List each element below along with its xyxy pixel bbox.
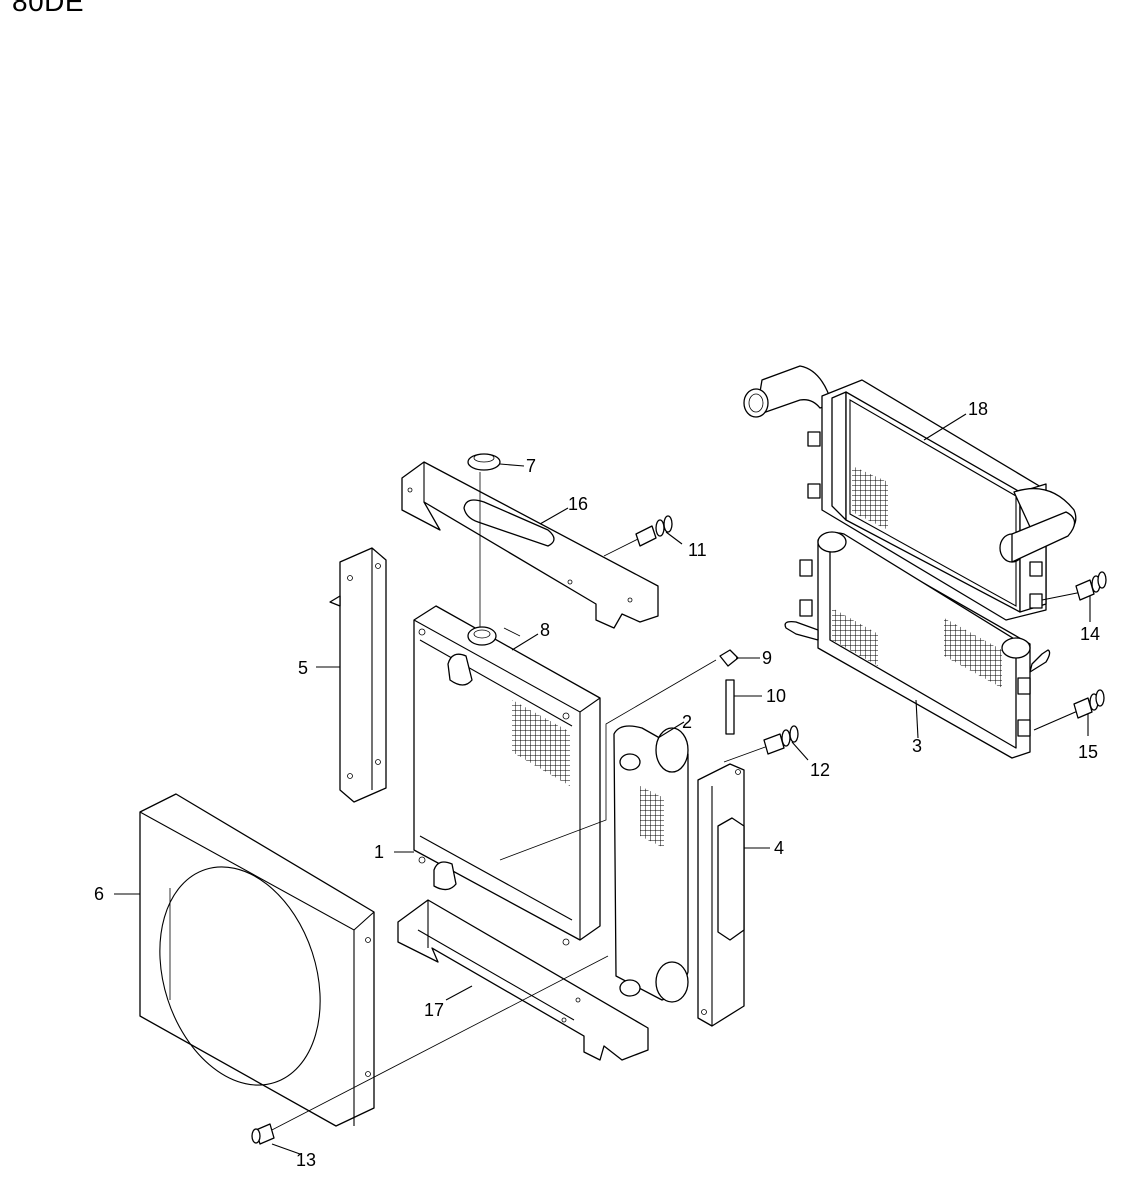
part-17-bottom-bracket [397, 899, 649, 1061]
callout-3: 3 [912, 736, 922, 756]
callout-4: 4 [774, 838, 784, 858]
part-11-bolt [603, 515, 673, 557]
leader-7 [499, 463, 525, 467]
part-6-fan-shroud [139, 793, 375, 1127]
part-9-fitting [719, 649, 739, 667]
leader-3 [915, 699, 919, 739]
part-4-side-bracket [697, 763, 745, 1027]
callout-17: 17 [424, 1000, 444, 1020]
part-16-top-bracket [401, 461, 659, 629]
leader-13 [271, 1143, 301, 1155]
leader-8 [511, 633, 539, 651]
callout-7: 7 [526, 456, 536, 476]
page-title: 80DE [12, 0, 85, 17]
part-12-bolt [723, 725, 799, 763]
part-5-side-bracket [329, 547, 387, 803]
callout-15: 15 [1078, 742, 1098, 762]
part-2-tube-cooler [613, 725, 689, 1003]
callout-11: 11 [688, 540, 707, 560]
leader-16 [539, 507, 569, 525]
leader-2 [657, 721, 685, 739]
callout-14: 14 [1080, 624, 1100, 644]
leader-11 [665, 531, 683, 545]
part-7-cap [467, 453, 501, 632]
callout-10: 10 [766, 686, 786, 706]
part-18-intercooler [743, 365, 1077, 621]
leader-12 [791, 741, 809, 761]
callout-1: 1 [374, 842, 384, 862]
part-10-rod [725, 679, 735, 735]
callout-8: 8 [540, 620, 550, 640]
callout-6: 6 [94, 884, 104, 904]
callout-16: 16 [568, 494, 588, 514]
callout-13: 13 [296, 1150, 316, 1170]
callout-9: 9 [762, 648, 772, 668]
leader-17 [445, 985, 473, 1001]
part-14-bolt [1041, 571, 1107, 601]
part-13-bolt [251, 955, 609, 1145]
callout-12: 12 [810, 760, 830, 780]
callout-5: 5 [298, 658, 308, 678]
leader-18 [923, 413, 967, 441]
part-15-bolt [1033, 689, 1105, 731]
part-3-oil-cooler [784, 531, 1051, 759]
callout-18: 18 [968, 399, 988, 419]
connector-line [499, 659, 717, 861]
part-1-radiator [413, 605, 601, 946]
callout-2: 2 [682, 712, 692, 732]
